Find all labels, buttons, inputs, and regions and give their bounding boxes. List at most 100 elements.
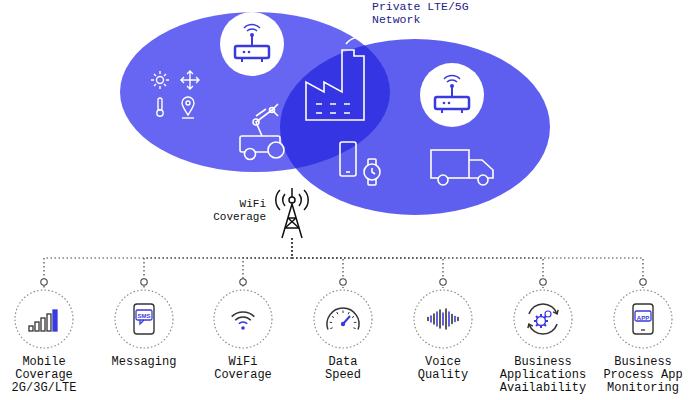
router-icon-part [441, 109, 443, 113]
router-icon [420, 63, 484, 127]
router-icon-part [448, 102, 451, 105]
dotted-connector [292, 238, 443, 288]
metric-circle: Business Process App Monitoring [597, 288, 689, 397]
gauge-tick [348, 312, 349, 314]
dotted-circle [614, 290, 672, 348]
metric-label: Data Speed [313, 356, 373, 382]
factory-icon [306, 36, 380, 120]
router-icon-part [261, 58, 263, 62]
wave-bar [451, 315, 453, 324]
dotted-circle [115, 290, 173, 348]
gauge-tick [330, 327, 332, 329]
signal-bar [29, 326, 33, 331]
metric-icon [297, 288, 389, 350]
metric-circle: Voice Quality [397, 288, 489, 384]
cycle-arrow [529, 304, 557, 314]
factory-icon-part [316, 104, 350, 113]
sensor-icons-part [181, 71, 199, 89]
wifi-arc [239, 322, 247, 324]
wave-bar [454, 317, 456, 322]
gear [537, 317, 546, 326]
gauge-tick [354, 322, 356, 323]
wifi-dot [241, 326, 245, 330]
dotted-connector [44, 238, 292, 288]
metric-label: Business Process App Monitoring [599, 356, 687, 395]
bubble-tail [140, 320, 144, 324]
icon-text: SMS [137, 313, 150, 320]
robot-cart-icon-part [253, 119, 259, 125]
sensor-icons-part [157, 77, 164, 84]
metric-label: Voice Quality [399, 356, 487, 382]
dotted-connector [292, 238, 543, 288]
icon [633, 304, 653, 334]
dotted-connector [292, 238, 343, 288]
gauge-tick [353, 327, 355, 329]
dotted-connector [292, 238, 643, 288]
robot-cart-icon-part [268, 142, 284, 158]
cycle-arrowhead [553, 310, 558, 314]
gauge-tick [337, 312, 338, 314]
dotted-circle [214, 290, 272, 348]
metric-icon [497, 288, 589, 350]
sensor-icons [151, 71, 199, 118]
sensor-icons-part [157, 110, 163, 116]
icon [134, 304, 154, 334]
gauge-tick [352, 316, 354, 317]
router-icon-part [461, 109, 463, 113]
dotted-circle [314, 290, 372, 348]
wave-bar [457, 318, 459, 321]
metric-label: Messaging [100, 356, 188, 369]
icon-text: APP [637, 315, 649, 322]
router-icon-part [241, 58, 243, 62]
metric-label: WiFi Coverage [199, 356, 287, 382]
phone-watch-icon-part [372, 168, 375, 174]
sensor-icons-part [158, 98, 162, 110]
connector-end [41, 279, 47, 285]
truck-icon-part [431, 150, 469, 178]
router-icon-part [220, 12, 284, 76]
signal-bar [53, 310, 57, 331]
wifi-tower: WiFi Coverage [200, 198, 312, 238]
wave-bar [439, 310, 441, 328]
icon [428, 309, 458, 329]
gauge-tick [343, 311, 344, 314]
router-icon-part [248, 51, 251, 54]
phone-button [641, 329, 645, 330]
signal-bar [41, 318, 45, 331]
metric-circle: Messaging [98, 288, 190, 371]
factory-icon-part [346, 36, 380, 44]
wifi-tower-icon [276, 188, 308, 238]
dotted-circle [514, 290, 572, 348]
wave-bar [445, 309, 447, 329]
wifi-tower-icon-part [282, 204, 302, 238]
router-icon-part [450, 84, 454, 88]
connector-end [540, 279, 546, 285]
robot-cart-icon-part [256, 104, 278, 136]
connector-end [640, 279, 646, 285]
phone-watch-icon-part [340, 142, 356, 176]
sensor-icons-part [151, 71, 169, 89]
gauge-hub [341, 322, 345, 326]
metric-circle: WiFi Coverage [197, 288, 289, 384]
dotted-circle [414, 290, 472, 348]
metric-label: Mobile Coverage 2G/3G/LTE [0, 356, 88, 395]
connector-end [240, 279, 246, 285]
coverage-areas-part [280, 39, 550, 215]
router-icon-part [435, 97, 469, 109]
wifi-tower-icon-part [299, 190, 308, 210]
phone-watch-icon [340, 142, 380, 185]
dotted-connector [243, 238, 292, 288]
wave-bar [436, 312, 438, 326]
robot-cart-icon-part [256, 109, 266, 116]
metric-circle: Business Applications Availability [497, 288, 589, 397]
wave-bar [430, 316, 432, 322]
factory-icon-part [306, 50, 364, 120]
network-label: Private LTE/5G Network [372, 0, 488, 26]
metric-icon [98, 288, 190, 350]
robot-cart-icon [240, 104, 284, 160]
tower-label: WiFi Coverage [200, 198, 266, 224]
connector-end [440, 279, 446, 285]
wave-bar [433, 314, 435, 324]
dotted-circle [15, 290, 73, 348]
